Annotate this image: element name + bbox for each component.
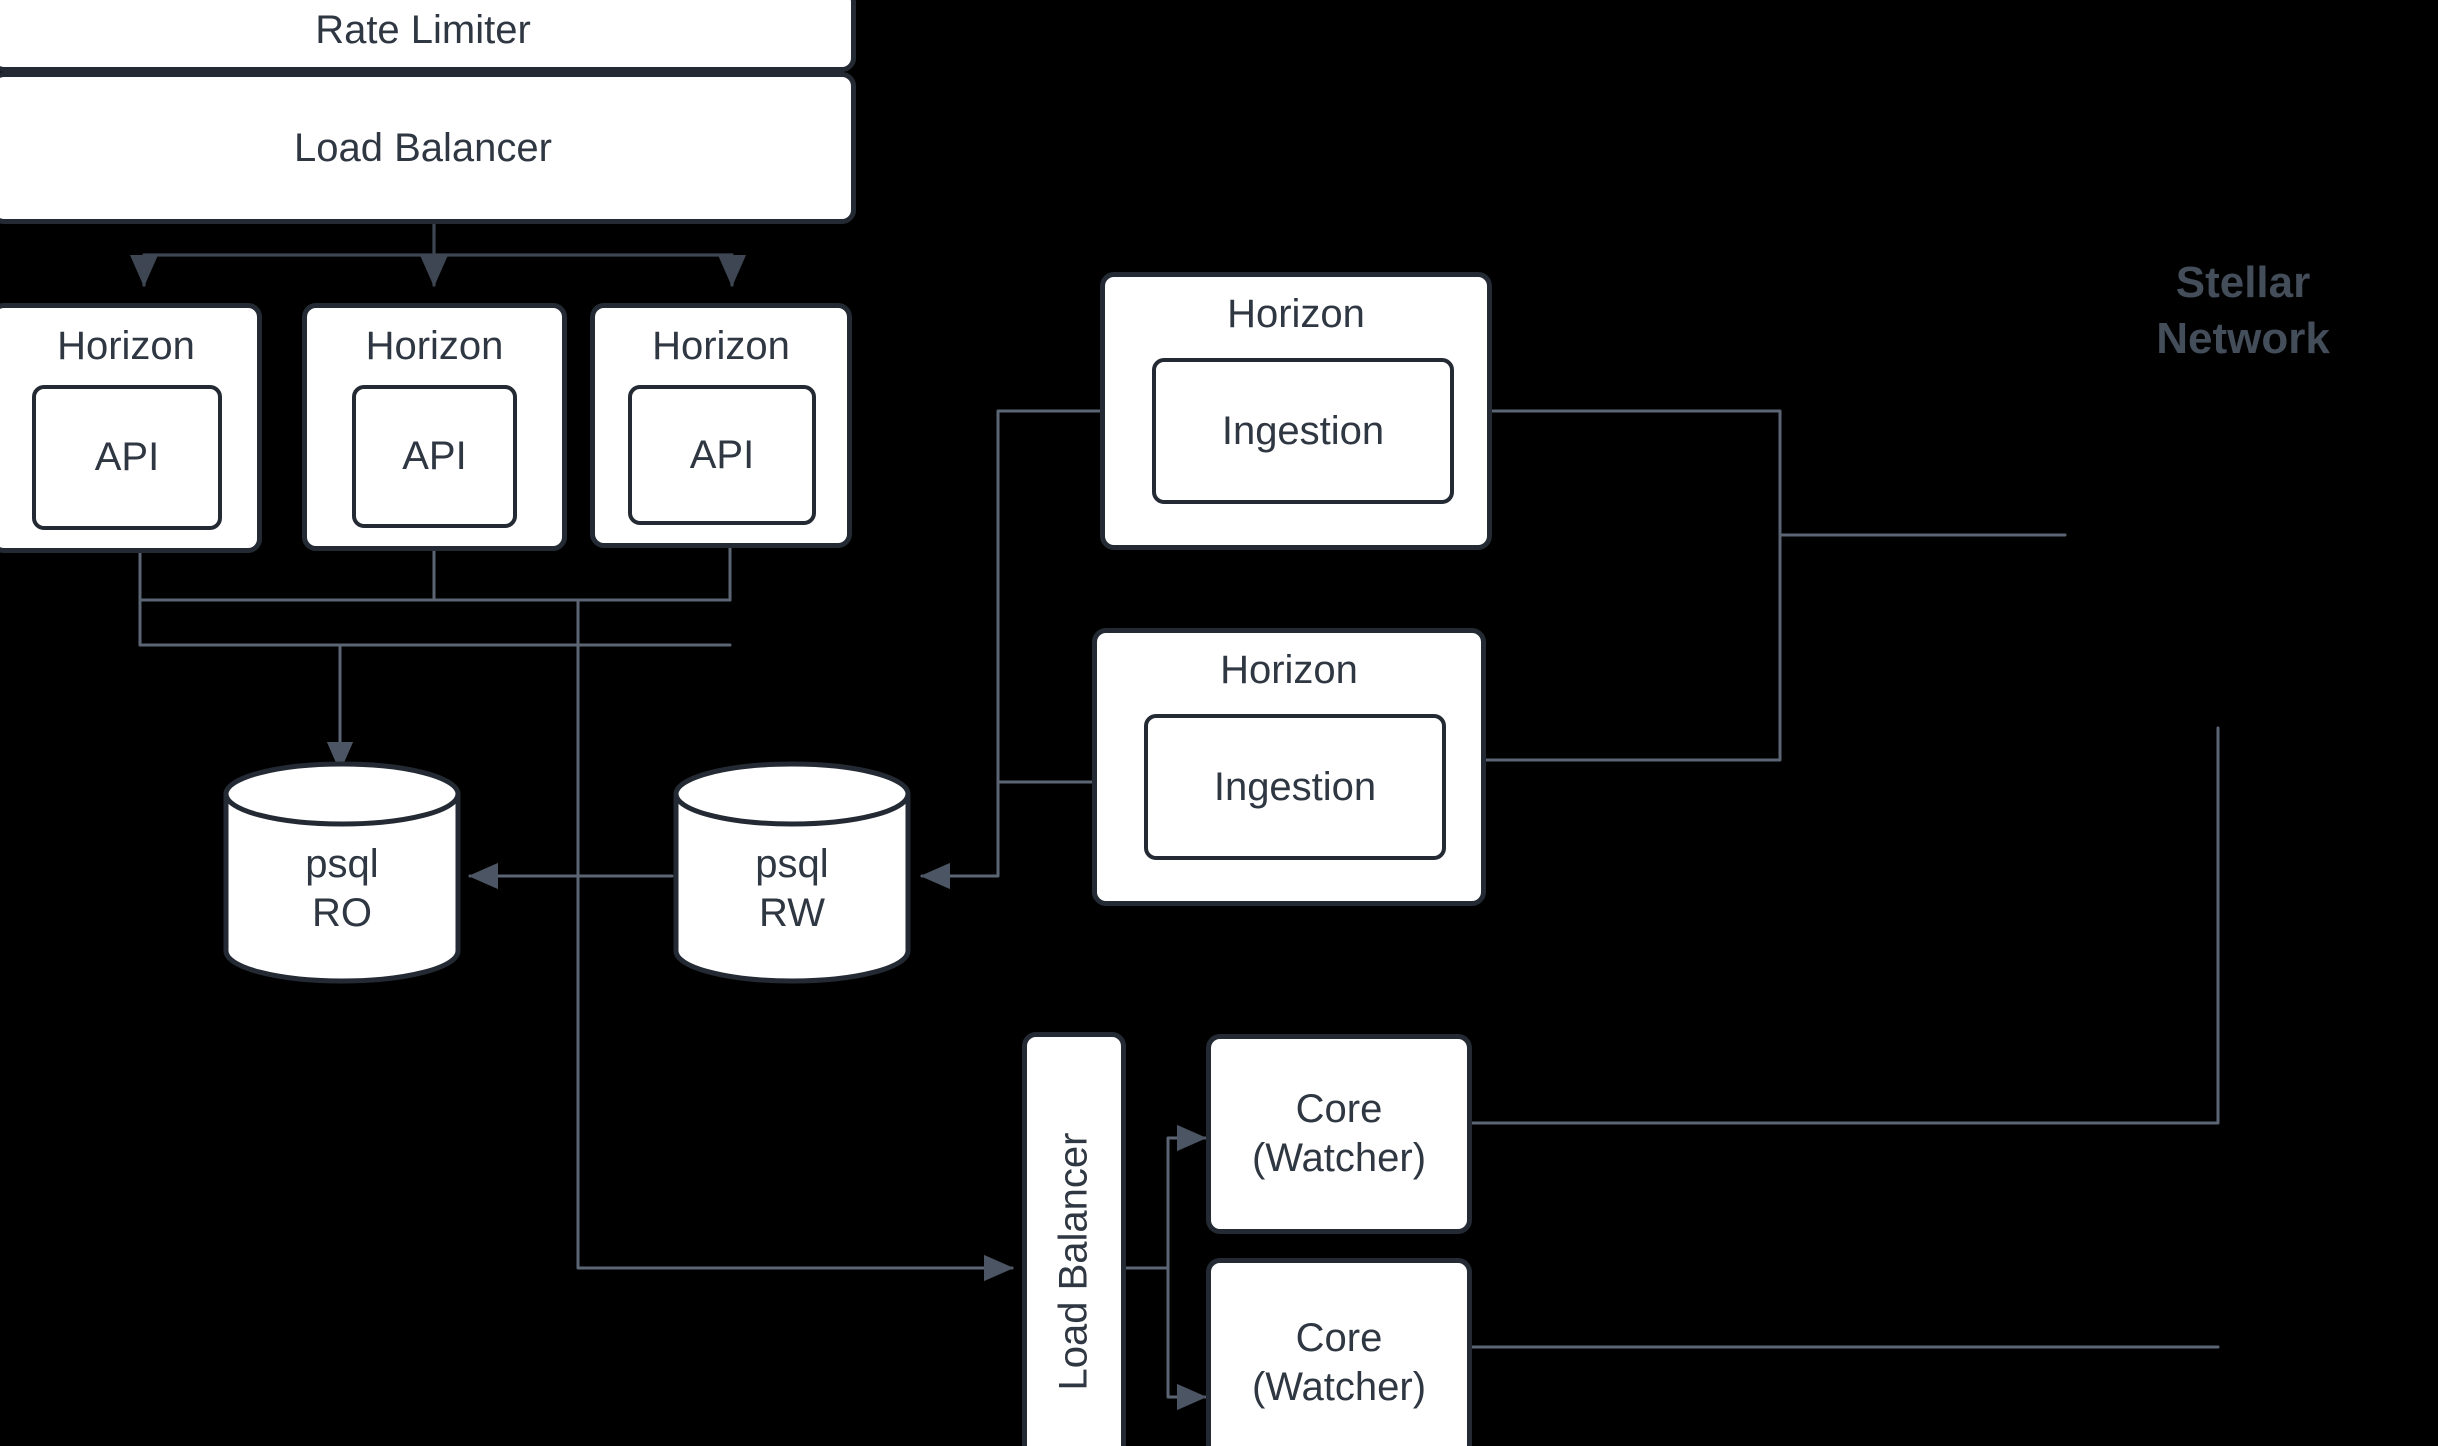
psql-ro-label: psql RO [305,842,379,935]
horizon-api-2-inner-label: API [402,434,467,479]
psql-rw-label: psql RW [755,842,829,935]
load-balancer-bottom-label: Load Balancer [1051,1132,1096,1390]
wire-ingestion2-to-network [1484,533,1782,762]
horizon-api-3-title: Horizon [652,324,790,368]
horizon-api-1-title: Horizon [57,324,195,368]
psql-ro-cylinder[interactable] [222,760,462,985]
horizon-api-2-inner[interactable]: API [352,385,517,528]
wire-lbbottom-to-core2 [1125,1266,1207,1411]
wire-lb-to-horizon-3 [432,253,747,287]
core-watcher-2-box[interactable]: Core (Watcher) [1206,1258,1472,1446]
horizon-api-3-inner[interactable]: API [628,385,816,525]
horizon-ingestion-2-inner[interactable]: Ingestion [1144,714,1446,860]
horizon-api-2-title: Horizon [365,324,504,368]
horizon-ingestion-1-inner-label: Ingestion [1221,408,1385,453]
core-watcher-2-label: Core (Watcher) [1251,1316,1427,1409]
horizon-ingestion-2-inner-label: Ingestion [1213,764,1377,809]
wire-lbbottom-to-core1 [1125,1124,1207,1270]
core-watcher-1-label: Core (Watcher) [1251,1087,1427,1180]
wire-ingestion1-to-network [1490,409,2067,537]
horizon-api-1-inner[interactable]: API [32,385,222,530]
horizon-ingestion-1-inner[interactable]: Ingestion [1152,358,1454,504]
horizon-api-1-inner-label: API [94,435,160,480]
load-balancer-top-box[interactable]: Load Balancer [0,72,856,224]
core-watcher-1-box[interactable]: Core (Watcher) [1206,1034,1472,1234]
wire-lb-to-horizon-1 [129,253,436,287]
rate-limiter-box[interactable]: Rate Limiter [0,0,856,72]
stellar-network-label: Stellar Network [2156,258,2330,364]
horizon-api-3-inner-label: API [689,432,755,477]
horizon-ingestion-1-title: Horizon [1227,292,1365,336]
horizon-ingestion-2-title: Horizon [1220,648,1358,692]
rate-limiter-label: Rate Limiter [315,7,531,52]
load-balancer-top-label: Load Balancer [294,125,552,170]
wire-ingestion1-to-psqlrw [920,409,1102,890]
wire-core1-to-network [1468,726,2220,1125]
load-balancer-bottom-box[interactable]: Load Balancer [1022,1032,1126,1446]
